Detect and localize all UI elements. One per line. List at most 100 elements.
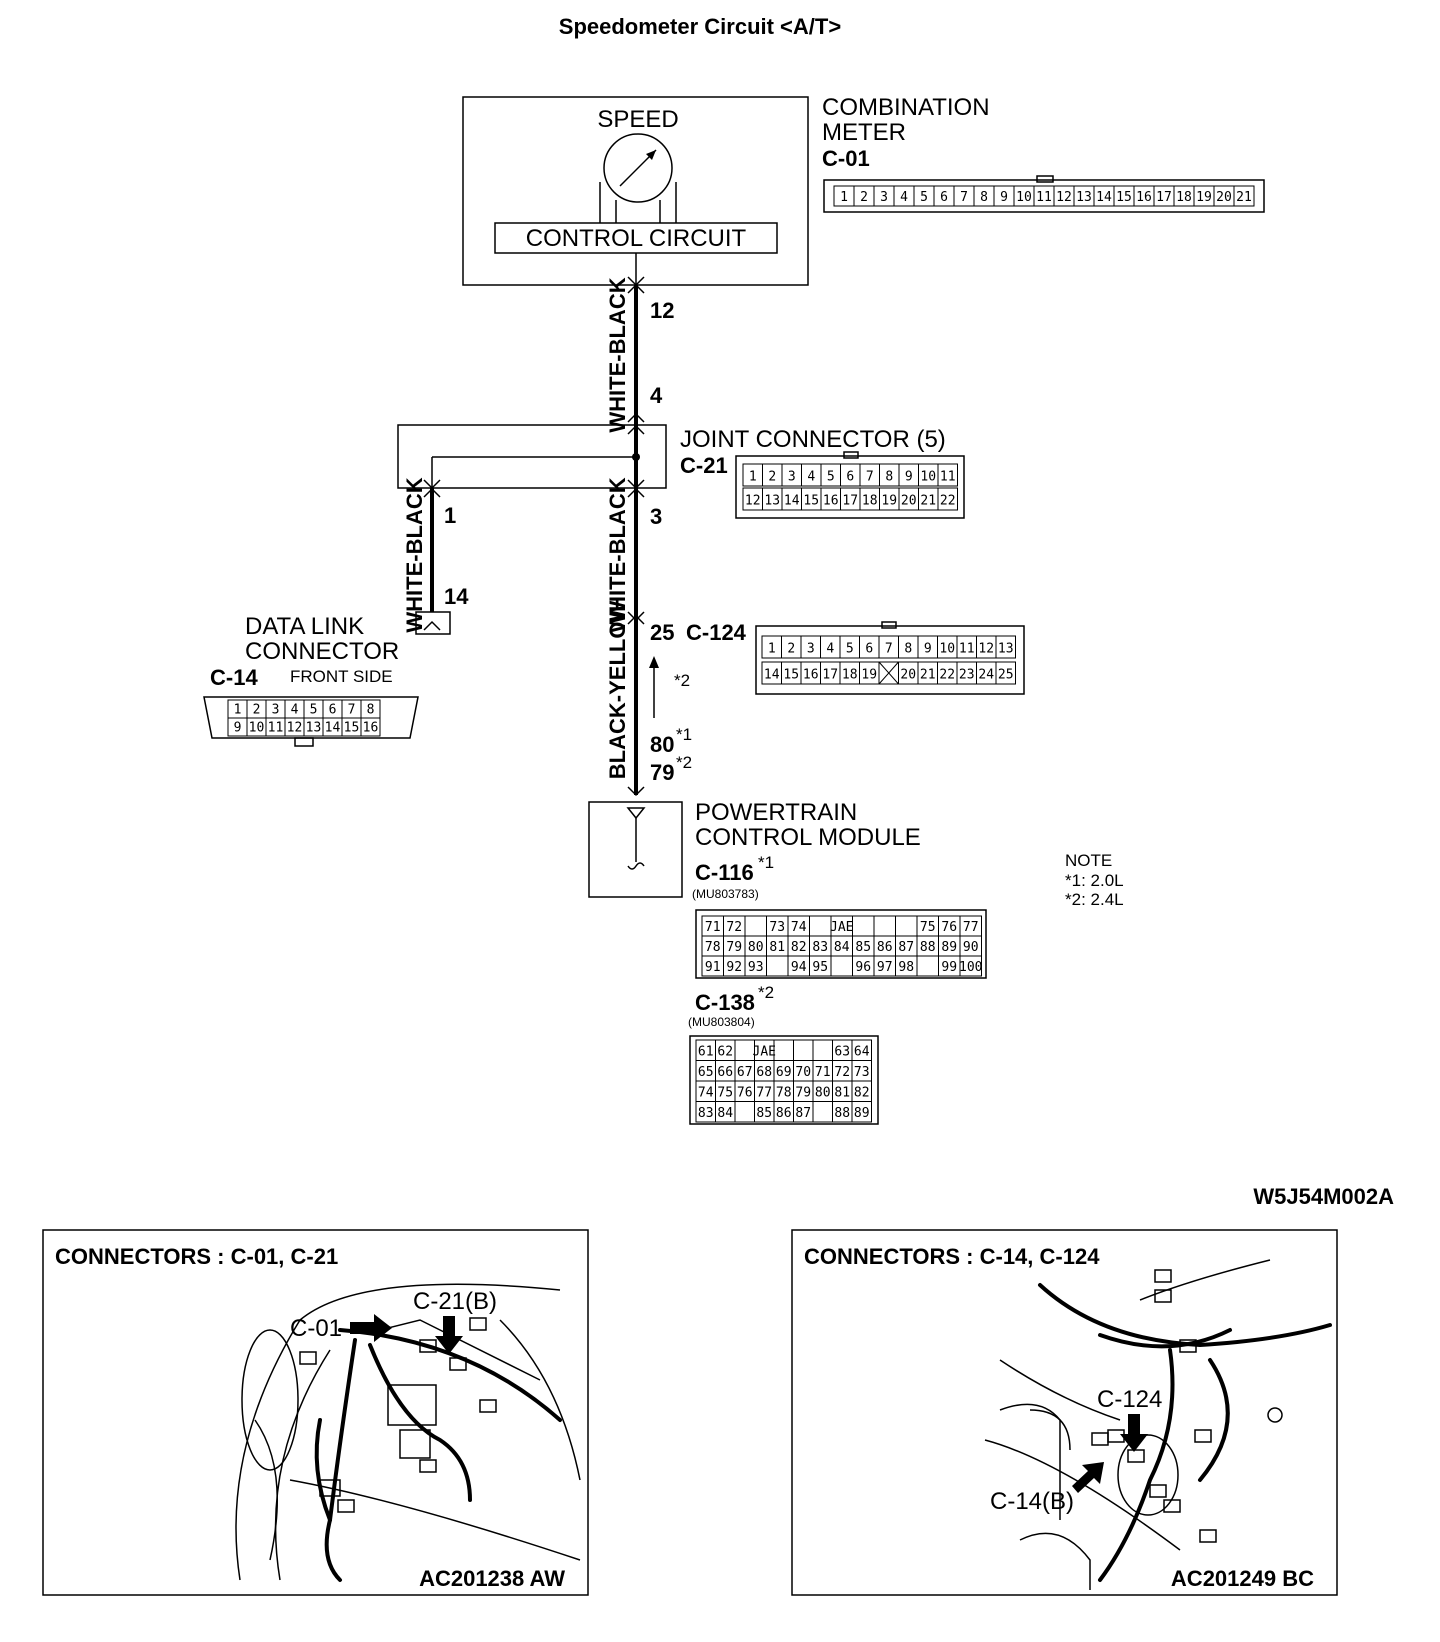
c138-pin-label: 83 (698, 1106, 714, 1121)
c116-pin-label: 83 (812, 940, 828, 955)
c124-pin-label: 13 (998, 642, 1014, 657)
wire-color-white-black-1: WHITE-BLACK (605, 277, 630, 432)
pin-label-meter-12: 12 (650, 298, 674, 323)
c21-pin-label: 22 (940, 494, 956, 509)
c116-pin-label: 80 (748, 940, 764, 955)
arrow-mark: *2 (674, 671, 690, 690)
c124-pin-label: 10 (939, 642, 955, 657)
pin-label-pcm-80: 80 (650, 732, 674, 757)
c21-pin-label: 11 (940, 470, 956, 485)
speed-gauge-label: SPEED (597, 106, 678, 133)
diagram-title: Speedometer Circuit <A/T> (559, 14, 841, 39)
c01-pin-label: 2 (860, 190, 868, 205)
c124-pin-label: 16 (803, 668, 819, 683)
c116-pin-label: 86 (877, 940, 893, 955)
c124-pin-label: 22 (939, 668, 955, 683)
c01-pin-label: 21 (1236, 190, 1252, 205)
c124-pin-label: 3 (807, 642, 815, 657)
panel-2-title: CONNECTORS : C-14, C-124 (804, 1244, 1100, 1269)
c116-pin-label: 93 (748, 960, 764, 975)
c01-pin-label: 7 (960, 190, 968, 205)
c138-pin-label: 66 (717, 1065, 733, 1080)
c01-pin-label: 15 (1116, 190, 1132, 205)
c21-cell (937, 463, 958, 487)
c21-pin-label: 2 (768, 470, 776, 485)
c116-pin-label: 76 (941, 920, 957, 935)
c01-pin-label: 16 (1136, 190, 1152, 205)
joint-connector-id: C-21 (680, 453, 728, 478)
c01-pin-label: 10 (1016, 190, 1032, 205)
dlc-connector-id: C-14 (210, 665, 258, 690)
c116-pin-label: 89 (941, 940, 957, 955)
c124-pin-label: 8 (904, 642, 912, 657)
c116-part-number: (MU803783) (692, 887, 759, 901)
c01-pin-label: 14 (1096, 190, 1112, 205)
c124-connector-id: C-124 (686, 620, 747, 645)
dlc-pin-label: 2 (253, 703, 261, 718)
c116-pin-label: 91 (705, 960, 721, 975)
c116-pin-label: 95 (812, 960, 828, 975)
c21-pin-label: 8 (885, 470, 893, 485)
c138-pin-label: 80 (815, 1085, 831, 1100)
dlc-pin-label: 8 (367, 703, 375, 718)
c116-pin-label: 77 (963, 920, 979, 935)
wire-color-white-black-3: WHITE-BLACK (605, 477, 630, 632)
c116-pin-label: 96 (855, 960, 871, 975)
c21-pin-label: 6 (846, 470, 854, 485)
c124-pin-label: 12 (978, 642, 994, 657)
dlc-pin-label: 6 (329, 703, 337, 718)
c01-pin-label: 8 (980, 190, 988, 205)
c138-pin-label: 67 (737, 1065, 753, 1080)
c138-pin-label: 88 (834, 1106, 850, 1121)
c124-pin-label: 21 (920, 668, 936, 683)
c138-pin-label: 68 (756, 1065, 772, 1080)
dlc-pin-label: 4 (291, 703, 299, 718)
c01-pin-label: 11 (1036, 190, 1052, 205)
c138-pin-label: 70 (795, 1065, 811, 1080)
c138-pin-label: 76 (737, 1085, 753, 1100)
c21-pin-label: 12 (745, 494, 761, 509)
c21-pin-label: 13 (764, 494, 780, 509)
joint-connector-name: JOINT CONNECTOR (5) (680, 426, 946, 453)
c01-pin-label: 1 (840, 190, 848, 205)
c116-pin-label: 97 (877, 960, 893, 975)
c21-pin-label: 9 (905, 470, 913, 485)
c116-cell (809, 915, 832, 937)
c138-pin-label: 85 (756, 1106, 772, 1121)
c124-pin-label: 14 (764, 668, 780, 683)
c01-pin-label: 3 (880, 190, 888, 205)
c124-pin-label: 11 (959, 642, 975, 657)
c116-pin-label: 75 (920, 920, 936, 935)
c116-pin-label: 87 (898, 940, 914, 955)
c21-pin-label: 18 (862, 494, 878, 509)
callout-arrow-icon (1120, 1414, 1148, 1452)
wire-color-white-black-2: WHITE-BLACK (402, 477, 427, 632)
c116-pin-label: 98 (898, 960, 914, 975)
callout-arrow-icon (350, 1314, 392, 1342)
pin-label-joint-1: 1 (444, 503, 456, 528)
c116-pin-label: 78 (705, 940, 721, 955)
c21-pin-label: 10 (920, 470, 936, 485)
c01-pin-label: 19 (1196, 190, 1212, 205)
c116-connector-id: C-116 (695, 860, 754, 885)
c138-pin-label: 71 (815, 1065, 831, 1080)
c124-connector-face (755, 625, 1025, 695)
c138-pin-label: 84 (717, 1106, 733, 1121)
c138-cell (812, 1101, 833, 1123)
c138-pin-label: 77 (756, 1085, 772, 1100)
c138-pin-label: 73 (854, 1065, 870, 1080)
c124-blank-cavity-mark (878, 661, 899, 685)
c138-pin-label: 78 (776, 1085, 792, 1100)
c138-cell (812, 1039, 833, 1061)
c124-pin-label: 17 (822, 668, 838, 683)
panel-1-title: CONNECTORS : C-01, C-21 (55, 1244, 338, 1269)
pin-mark-80: *1 (676, 725, 692, 744)
c01-pin-label: 20 (1216, 190, 1232, 205)
c124-pin-label: 6 (865, 642, 873, 657)
c124-pin-label: 2 (787, 642, 795, 657)
dlc-pin-label: 11 (268, 721, 284, 736)
c21-pin-label: 16 (823, 494, 839, 509)
